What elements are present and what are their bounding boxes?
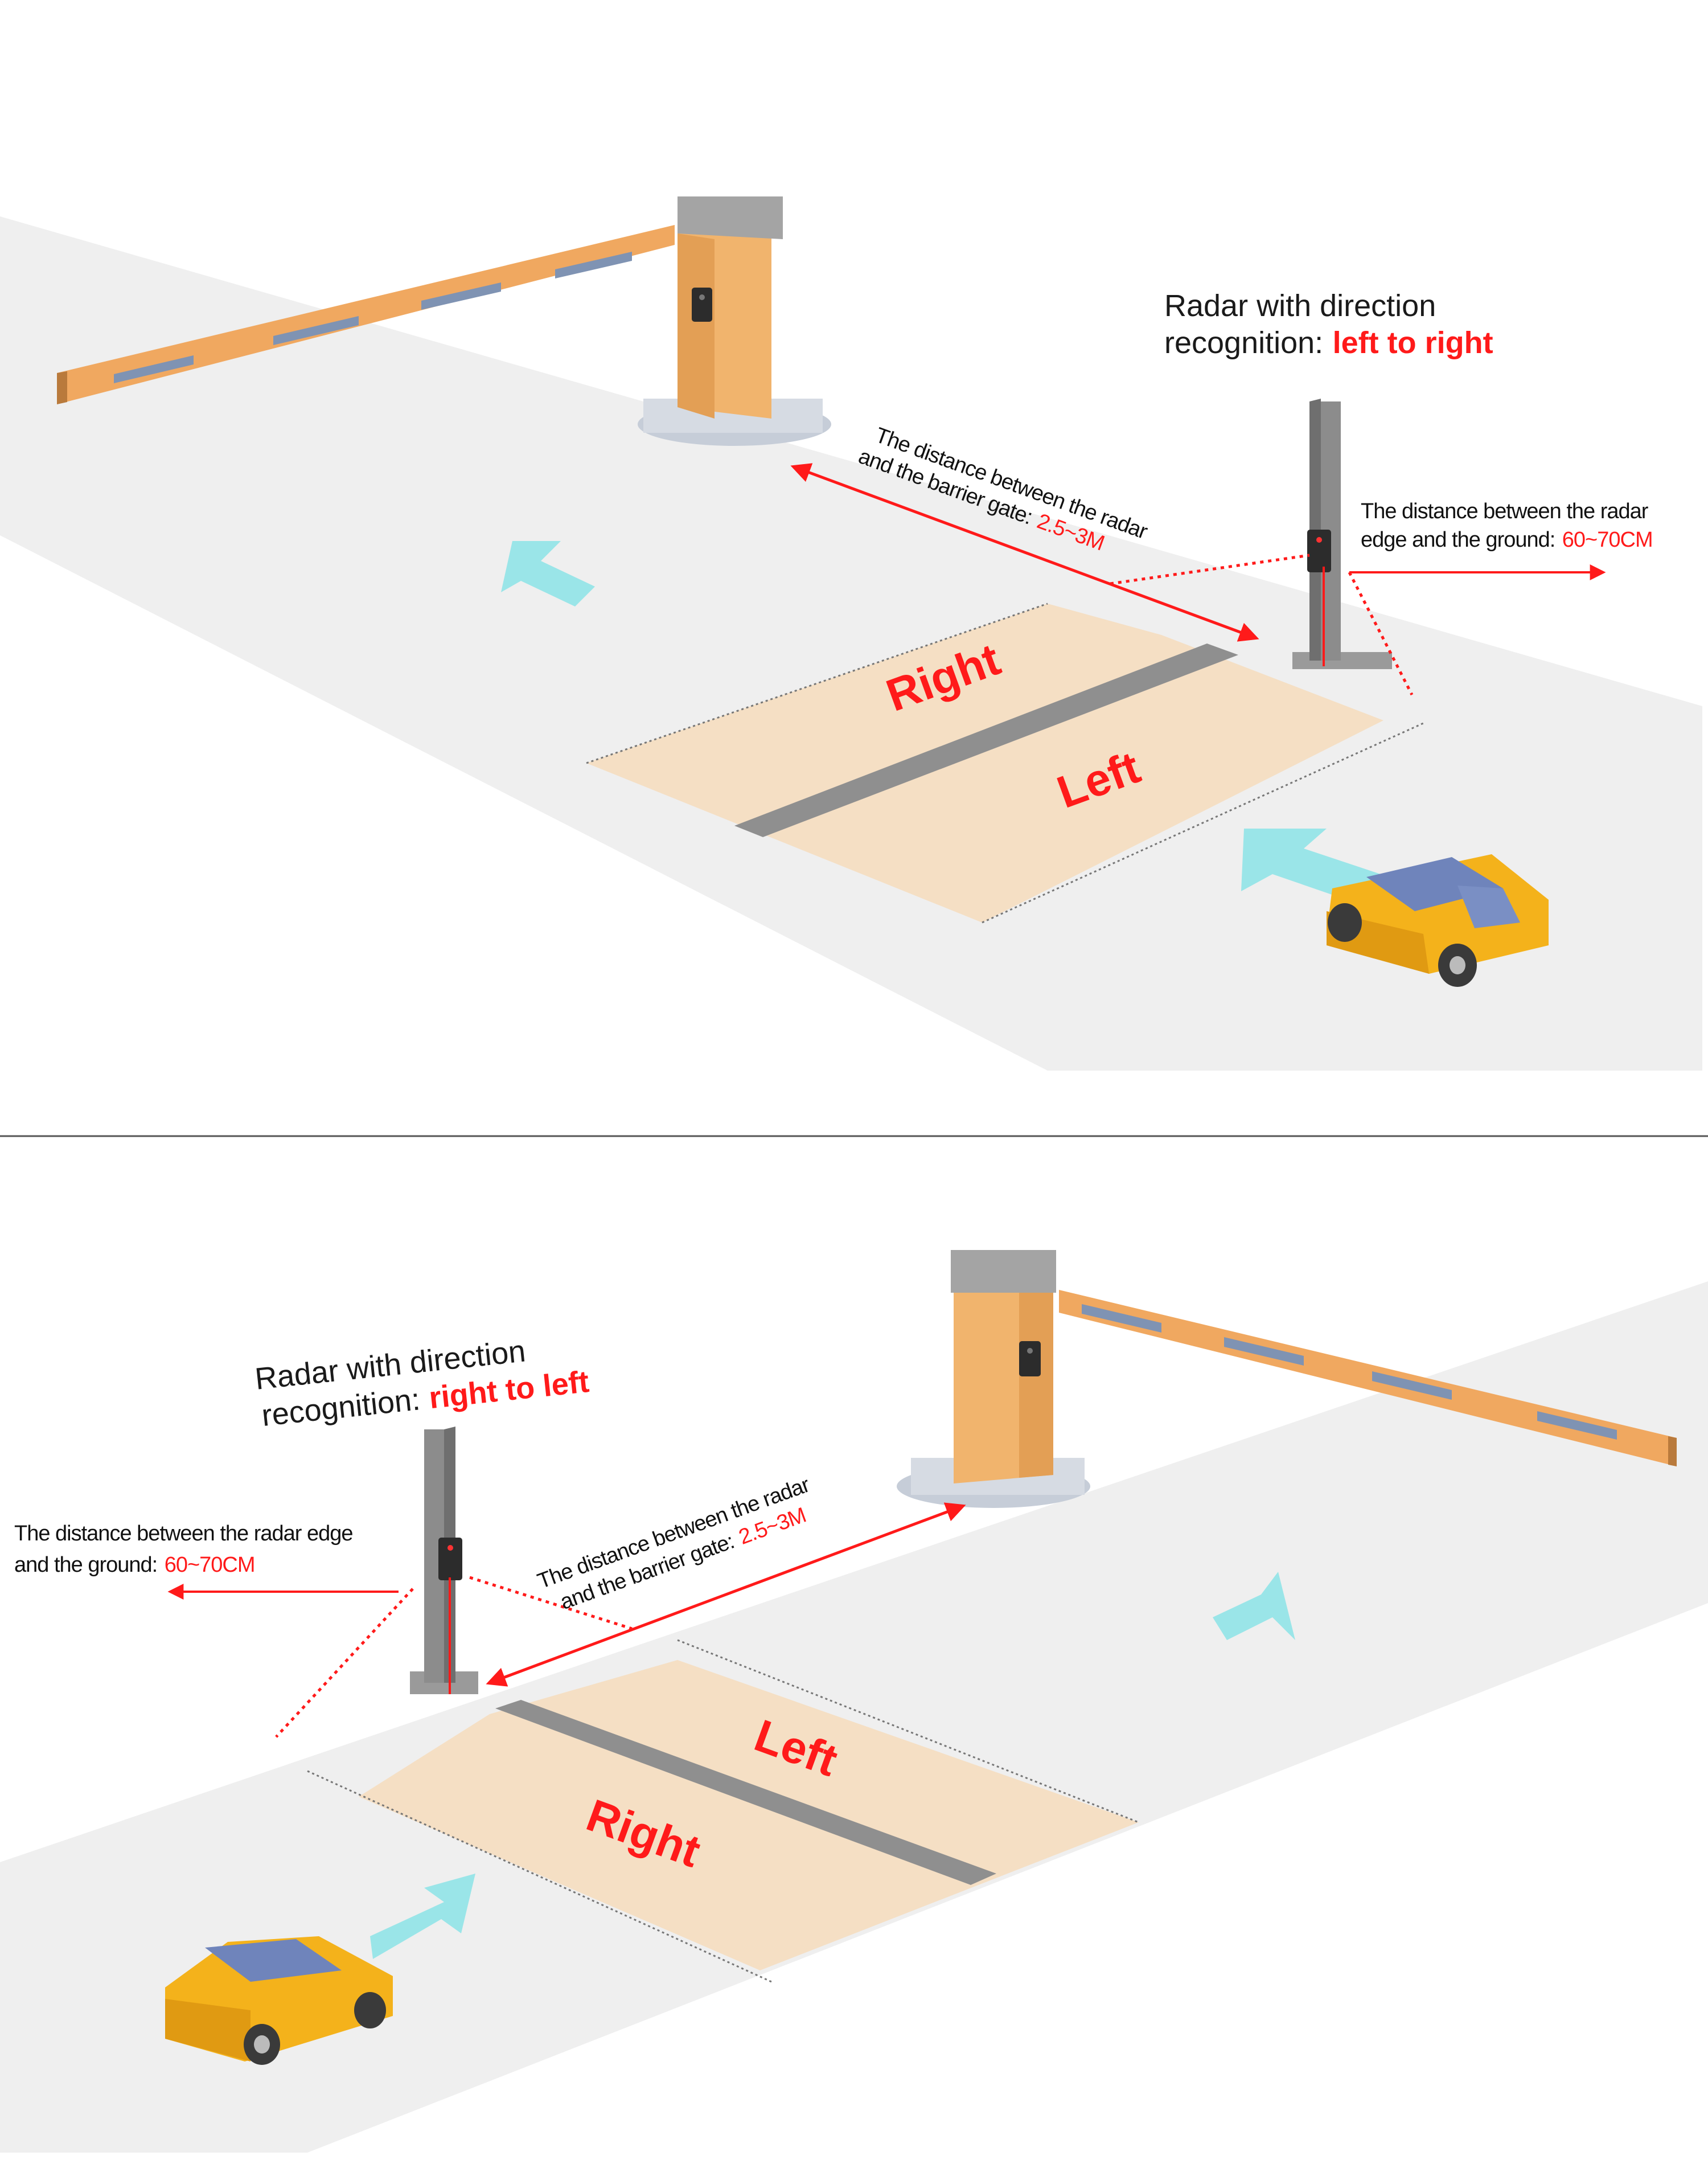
radar-to-gate-arrow [486, 1502, 966, 1687]
ground-distance-line-1: The distance between the radar [1361, 499, 1649, 523]
distance-markers [167, 1502, 966, 1738]
radar-pole-icon [410, 1427, 478, 1694]
ground-distance-value: 60~70CM [165, 1553, 255, 1577]
car-icon [1327, 854, 1549, 987]
caption-line-1: Radar with direction [1164, 289, 1436, 323]
bottom-panel: Radar with direction recognition: right … [0, 1250, 1708, 2153]
radar-detection-zone [586, 604, 1383, 923]
caption-line-2: recognition: left to right [1164, 326, 1493, 360]
ground-distance-value: 60~70CM [1562, 528, 1653, 552]
radar-pole-icon [1292, 399, 1392, 669]
top-panel: Radar with direction recognition: left t… [0, 196, 1702, 1071]
ground-distance-prefix: and the ground: [14, 1553, 157, 1577]
barrier-gate-icon [638, 196, 831, 446]
radar-caption: Radar with direction recognition: left t… [1164, 289, 1493, 360]
caption-prefix: recognition: [1164, 326, 1323, 360]
ground-loop-strip [495, 1700, 996, 1885]
radar-caption: Radar with direction recognition: right … [253, 1334, 590, 1433]
lane-line [982, 722, 1424, 924]
ground-distance-line-2: and the ground: 60~70CM [14, 1553, 255, 1577]
distance-markers [790, 463, 1606, 696]
ground-distance-label: The distance between the radar edge and … [14, 1522, 354, 1577]
car-icon [165, 1936, 393, 2065]
boom-arm [57, 225, 675, 404]
ground-distance-line-1: The distance between the radar edge [14, 1522, 353, 1546]
road-surface [0, 1281, 1708, 2153]
direction-arrow-icon [370, 1874, 475, 1959]
ground-distance-label: The distance between the radar edge and … [1361, 499, 1653, 552]
direction-highlight: left to right [1333, 326, 1493, 360]
boom-arm [1059, 1290, 1677, 1466]
ground-loop-strip [734, 644, 1238, 837]
direction-arrow-icon [1213, 1572, 1295, 1640]
ground-distance-line-2: edge and the ground: 60~70CM [1361, 528, 1653, 552]
ground-distance-prefix: edge and the ground: [1361, 528, 1555, 552]
direction-arrow-icon [501, 541, 595, 606]
barrier-gate-icon [897, 1250, 1090, 1508]
radar-to-gate-arrow [790, 463, 1259, 642]
radar-detection-zone [359, 1660, 1139, 1970]
